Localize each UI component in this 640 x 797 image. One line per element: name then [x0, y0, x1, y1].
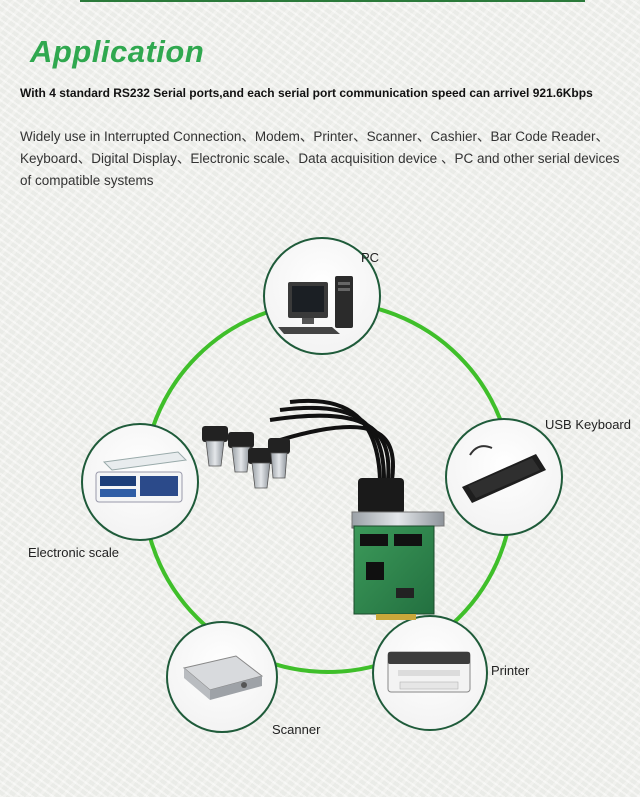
- flatbed-scanner-icon: [182, 655, 264, 700]
- printer-node: [372, 615, 488, 731]
- pc-node: [263, 237, 381, 355]
- label-printer: Printer: [491, 663, 530, 678]
- electronic-scale-icon: [95, 451, 188, 503]
- label-pc: PC: [361, 250, 380, 265]
- electronic-scale-node: [81, 423, 199, 541]
- label-scanner: Scanner: [272, 722, 321, 737]
- scanner-node: [166, 621, 278, 733]
- pcie-serial-card-icon: [202, 398, 445, 620]
- section-title: Application: [30, 34, 205, 69]
- keyboard-icon: [462, 445, 546, 503]
- headline-text: With 4 standard RS232 Serial ports,and e…: [20, 86, 593, 100]
- desktop-pc-icon: [278, 276, 353, 334]
- label-electronic-scale: Electronic scale: [28, 545, 120, 560]
- description-text: Widely use in Interrupted Connection、Mod…: [20, 129, 620, 188]
- top-divider: [80, 0, 585, 2]
- laser-printer-icon: [387, 651, 471, 693]
- label-usb-keyboard: USB Keyboard: [545, 417, 631, 432]
- usb-keyboard-node: [445, 418, 563, 536]
